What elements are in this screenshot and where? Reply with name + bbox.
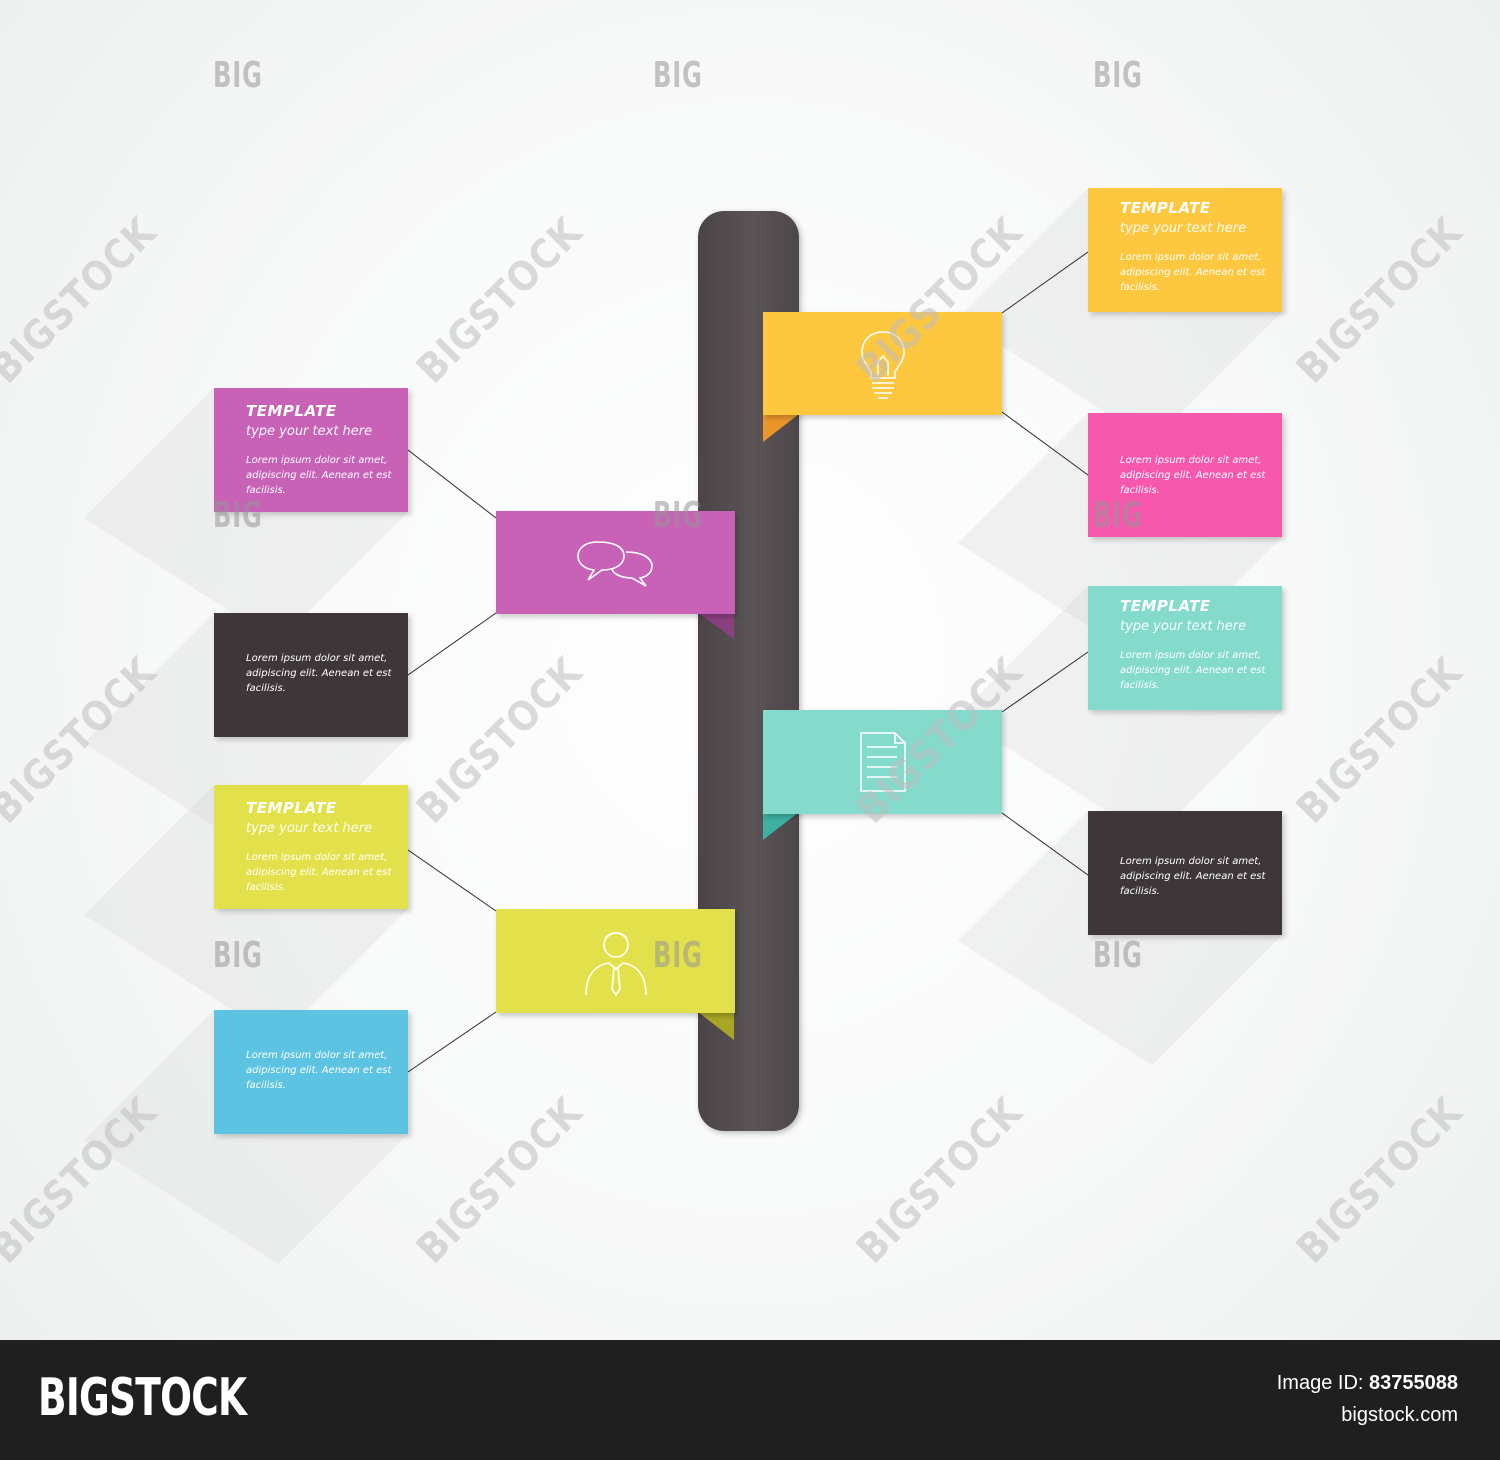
- connector-line: [407, 1011, 497, 1073]
- box-subtitle: type your text here: [1120, 221, 1247, 236]
- node-lightbulb[interactable]: [763, 312, 1002, 415]
- box-body-line: Lorem ipsum dolor sit amet,: [1120, 252, 1262, 263]
- site-url[interactable]: bigstock.com: [1341, 1404, 1458, 1426]
- box-body: Lorem ipsum dolor sit amet, adipiscing e…: [1120, 648, 1268, 693]
- box-right-3[interactable]: TEMPLATE type your text here Lorem ipsum…: [1088, 586, 1282, 710]
- box-body-line: adipiscing elit. Aenean et est: [1120, 267, 1266, 278]
- box-body: Lorem ipsum dolor sit amet, adipiscing e…: [246, 453, 394, 498]
- image-id: Image ID: 83755088: [1277, 1372, 1458, 1395]
- connector-lines: [407, 251, 1089, 1073]
- box-body-line: Lorem ipsum dolor sit amet,: [1120, 650, 1262, 661]
- box-body-line: adipiscing elit. Aenean et est: [246, 867, 392, 878]
- box-subtitle: type your text here: [246, 821, 373, 836]
- node-document[interactable]: [763, 710, 1002, 814]
- fold-document: [763, 812, 799, 840]
- fold-speech: [698, 613, 734, 639]
- box-body-line: adipiscing elit. Aenean et est: [1120, 871, 1266, 882]
- diagram-canvas: TEMPLATE type your text here Lorem ipsum…: [0, 55, 1472, 1273]
- connector-line: [407, 612, 497, 676]
- long-shadow: [958, 811, 1282, 1065]
- box-title: TEMPLATE: [1120, 597, 1211, 615]
- long-shadow: [84, 785, 408, 1039]
- box-body-line: Lorem ipsum dolor sit amet,: [1120, 455, 1262, 466]
- box-body-line: Lorem ipsum dolor sit amet,: [246, 653, 388, 664]
- lightbulb-icon: [860, 330, 905, 399]
- box-body-line: facilisis.: [1120, 282, 1160, 293]
- long-shadow: [958, 586, 1282, 840]
- connector-line: [407, 449, 497, 519]
- box-right-2[interactable]: Lorem ipsum dolor sit amet, adipiscing e…: [1088, 413, 1282, 537]
- box-right-1[interactable]: TEMPLATE type your text here Lorem ipsum…: [1088, 188, 1282, 312]
- box-body-line: facilisis.: [246, 683, 286, 694]
- node-person[interactable]: [496, 909, 735, 1013]
- box-subtitle: type your text here: [1120, 619, 1247, 634]
- connector-line: [407, 849, 497, 912]
- box-body-line: facilisis.: [246, 1080, 286, 1091]
- footer-bar: BIGSTOCK Image ID: 83755088 bigstock.com: [0, 1340, 1500, 1460]
- box-title: TEMPLATE: [246, 402, 337, 420]
- connector-line: [1001, 411, 1089, 476]
- fold-lightbulb: [763, 414, 799, 442]
- image-id-label: Image ID:: [1276, 1372, 1364, 1394]
- box-body: Lorem ipsum dolor sit amet, adipiscing e…: [1120, 250, 1268, 295]
- box-left-4[interactable]: Lorem ipsum dolor sit amet, adipiscing e…: [214, 1010, 408, 1134]
- box-body-line: Lorem ipsum dolor sit amet,: [246, 455, 388, 466]
- person-icon: [584, 932, 647, 997]
- box-right-4[interactable]: Lorem ipsum dolor sit amet, adipiscing e…: [1088, 811, 1282, 935]
- box-title: TEMPLATE: [1120, 199, 1211, 217]
- box-title: TEMPLATE: [246, 799, 337, 817]
- box-body-line: facilisis.: [246, 485, 286, 496]
- connector-line: [1001, 651, 1089, 713]
- box-body-line: adipiscing elit. Aenean et est: [246, 470, 392, 481]
- fold-person: [698, 1012, 734, 1040]
- box-body-line: adipiscing elit. Aenean et est: [1120, 665, 1266, 676]
- box-subtitle: type your text here: [246, 424, 373, 439]
- image-id-value: 83755088: [1369, 1372, 1458, 1394]
- box-body-line: facilisis.: [1120, 680, 1160, 691]
- connector-line: [1001, 251, 1089, 314]
- long-shadow: [84, 1010, 408, 1264]
- box-body-line: Lorem ipsum dolor sit amet,: [1120, 856, 1262, 867]
- box-body: Lorem ipsum dolor sit amet, adipiscing e…: [1120, 854, 1268, 899]
- box-body: Lorem ipsum dolor sit amet, adipiscing e…: [1120, 453, 1268, 498]
- box-body-line: adipiscing elit. Aenean et est: [246, 668, 392, 679]
- box-body: Lorem ipsum dolor sit amet, adipiscing e…: [246, 1048, 394, 1093]
- document-icon: [859, 732, 906, 792]
- bigstock-logo[interactable]: BIGSTOCK: [38, 1368, 247, 1428]
- box-body-line: facilisis.: [246, 882, 286, 893]
- box-body: Lorem ipsum dolor sit amet, adipiscing e…: [246, 850, 394, 895]
- box-body-line: Lorem ipsum dolor sit amet,: [246, 852, 388, 863]
- box-left-3[interactable]: TEMPLATE type your text here Lorem ipsum…: [214, 785, 408, 909]
- speech-bubbles-icon: [576, 540, 653, 587]
- long-shadow: [84, 388, 408, 642]
- box-left-1[interactable]: TEMPLATE type your text here Lorem ipsum…: [214, 388, 408, 512]
- long-shadows: [84, 188, 1282, 1264]
- box-left-2[interactable]: Lorem ipsum dolor sit amet, adipiscing e…: [214, 613, 408, 737]
- connector-line: [1001, 812, 1089, 876]
- long-shadow: [958, 188, 1282, 442]
- node-speech[interactable]: [496, 511, 735, 614]
- box-body: Lorem ipsum dolor sit amet, adipiscing e…: [246, 651, 394, 696]
- box-body-line: Lorem ipsum dolor sit amet,: [246, 1050, 388, 1061]
- box-body-line: facilisis.: [1120, 485, 1160, 496]
- box-body-line: adipiscing elit. Aenean et est: [1120, 470, 1266, 481]
- box-body-line: facilisis.: [1120, 886, 1160, 897]
- box-body-line: adipiscing elit. Aenean et est: [246, 1065, 392, 1076]
